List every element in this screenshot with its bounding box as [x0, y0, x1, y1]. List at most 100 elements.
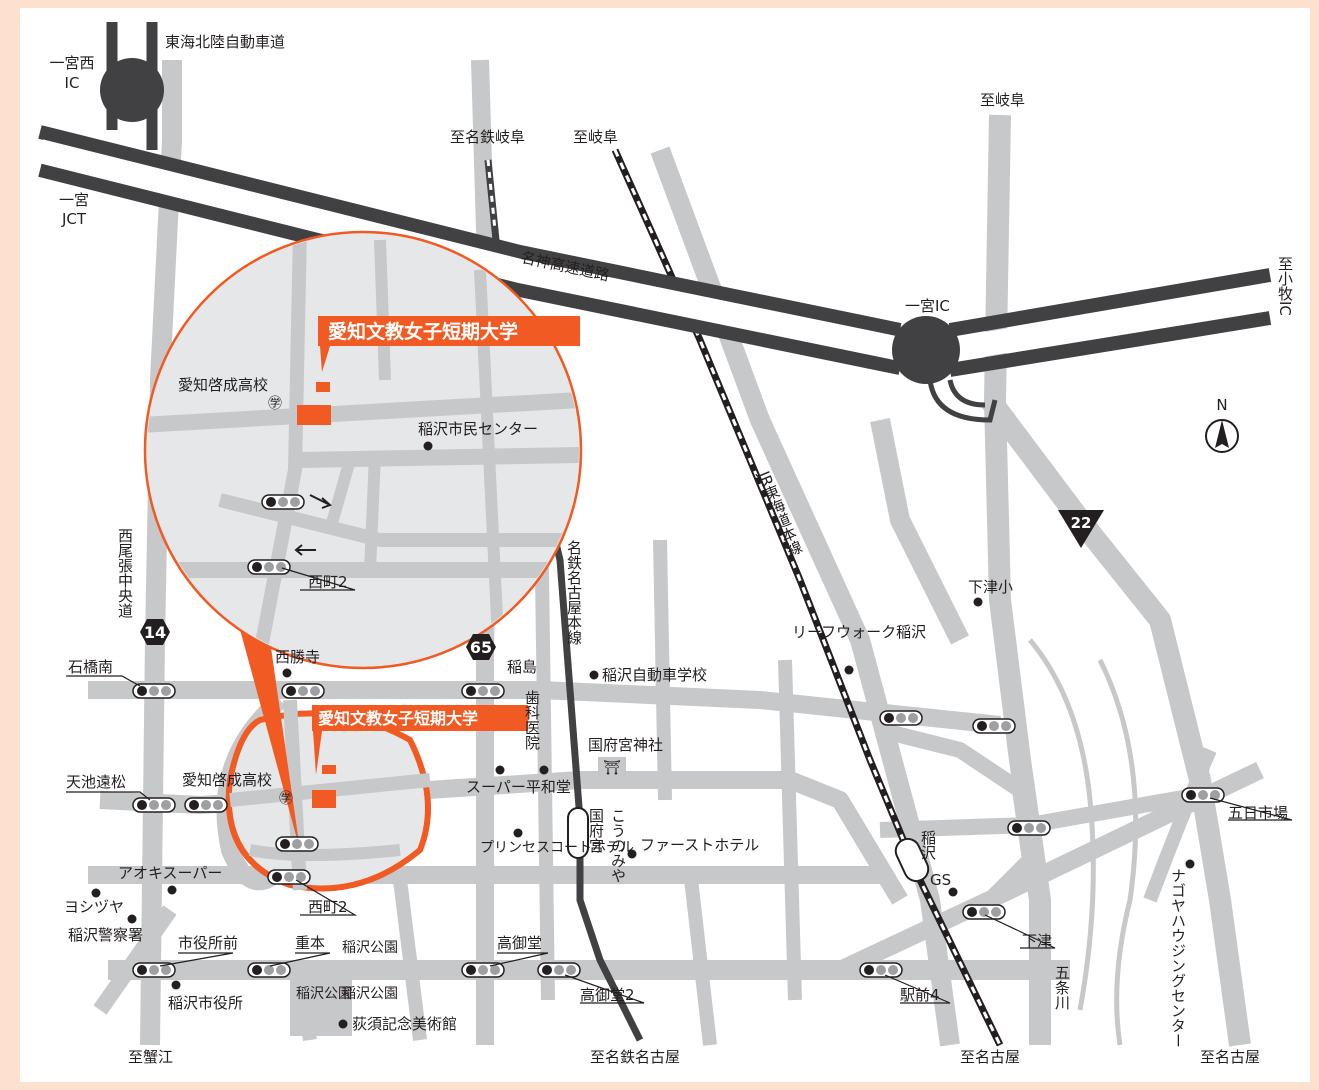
college-building-zoom-2 [297, 405, 331, 425]
konomiya-hira-label: こうのみや [609, 808, 627, 883]
signal-icon [461, 683, 505, 699]
signal-icon [461, 962, 505, 978]
ichinomiya-nishi-label-1: 一宮西 [49, 54, 94, 72]
amaike-label: 天池遠松 [66, 773, 126, 791]
shimozu-sho-label: 下津小 [968, 578, 1013, 596]
ichinomiya-nishi-label-2: IC [65, 74, 80, 92]
keisei-zoom-label: 愛知啓成高校 [178, 376, 268, 394]
dest-gifu-1: 至岐阜 [573, 128, 618, 146]
shrine-marker [598, 757, 626, 775]
college-building-main-2 [312, 790, 336, 808]
city-hall-label: 稲沢市役所 [168, 994, 243, 1012]
signal-icon [132, 683, 176, 699]
signal-icon [972, 718, 1016, 734]
shigemoto-label: 重本 [295, 934, 325, 952]
tokai-hokuriku-label: 東海北陸自動車道 [165, 33, 285, 51]
konomiya-shrine-label: 国府宮神社 [588, 736, 663, 754]
dest-kanie: 至蟹江 [128, 1048, 173, 1066]
dest-nagoya-2: 至名古屋 [1200, 1048, 1260, 1066]
traffic-signals [132, 494, 1225, 978]
nishio-road-label: 西尾張中央道 [116, 528, 134, 618]
ishibashi-label: 石橋南 [68, 658, 113, 676]
dental-label: 歯科医院 [523, 690, 541, 751]
college-label-main: 愛知文教女子短期大学 [312, 705, 528, 775]
ichinomiya-nishi-ic-node [100, 58, 164, 122]
school-icon: ㊫ [268, 396, 282, 412]
konomiya-station-marker [567, 807, 589, 859]
ichinomiya-jct-label-2: JCT [61, 210, 87, 228]
takamido-label: 高御堂 [497, 934, 542, 952]
signal-icon [247, 559, 291, 575]
signal-icon [184, 797, 228, 813]
dest-nagoya-1: 至名古屋 [960, 1048, 1020, 1066]
dest-gifu-2: 至岐阜 [980, 91, 1025, 109]
nagoya-housing-label: ナゴヤハウジングセンター [1169, 868, 1187, 1048]
college-building-zoom [316, 382, 330, 392]
shiyakusho-mae-label: 市役所前 [178, 934, 238, 952]
shrine-icon: ⛩ [603, 760, 621, 776]
signal-icon [132, 962, 176, 978]
zoom-pointer [232, 585, 300, 850]
takamido2-label: 高御堂2 [580, 986, 635, 1004]
college-name-main: 愛知文教女子短期大学 [318, 709, 478, 728]
signal-icon [537, 962, 581, 978]
signal-icon [859, 962, 903, 978]
dest-meitetsu-gifu: 至名鉄岐阜 [450, 128, 525, 146]
inazawa-station-marker [894, 837, 930, 883]
park-label-1: 稲沢公園 [342, 940, 398, 956]
keisei-main-label: 愛知啓成高校 [182, 771, 272, 789]
compass-north-label: N [1216, 396, 1227, 414]
svg-text:14: 14 [144, 623, 166, 642]
school-icon: ㊫ [279, 791, 293, 807]
first-hotel-label: ファーストホテル [640, 836, 759, 854]
svg-text:65: 65 [470, 638, 492, 657]
konomiya-station-label: 国府宮 [587, 808, 605, 853]
gs-label: GS [930, 871, 951, 889]
signal-icon [261, 494, 305, 510]
arrow-right-icon [309, 494, 332, 509]
shimozu-label: 下津 [1022, 932, 1052, 950]
labels: 東海北陸自動車道 一宮西 IC 一宮 JCT 名神高速道路 一宮IC 至小牧IC… [49, 33, 1294, 1066]
inazawa-station-label: 稲沢 [919, 830, 937, 860]
expressway-meishin [37, 22, 1274, 423]
komaki-ic-label: 至小牧IC [1276, 256, 1294, 316]
signal-icon [132, 797, 176, 813]
police-label: 稲沢警察署 [68, 926, 143, 944]
signal-icon [247, 962, 291, 978]
park-label-2: 稲沢公園 [342, 986, 398, 1002]
goka-label: 五日市場 [1228, 804, 1288, 822]
arrow-left-icon [294, 544, 316, 556]
civic-center-label: 稲沢市民センター [418, 420, 538, 438]
signal-icon [275, 836, 319, 852]
inajima-label: 稲島 [507, 658, 537, 676]
aoki-label: アオキスーパー [118, 864, 222, 882]
compass-icon: N [1205, 396, 1239, 453]
gojo-river-label: 五条川 [1053, 965, 1071, 1010]
signal-icon [879, 710, 923, 726]
dest-meitetsu-nagoya: 至名鉄名古屋 [590, 1048, 680, 1066]
college-name-zoom: 愛知文教女子短期大学 [328, 320, 518, 343]
route-65-shield: 65 [466, 634, 496, 660]
college-building-main [322, 765, 336, 774]
signal-icon [281, 683, 325, 699]
leafwalk-label: リーフウォーク稲沢 [792, 623, 926, 641]
leader-lines [66, 567, 1293, 1004]
ogisu-label: 荻須記念美術館 [352, 1015, 457, 1033]
nishimachi2-zoom-label: 西町2 [308, 573, 348, 591]
saishoji-label: 西勝寺 [275, 648, 320, 666]
signal-icon [962, 904, 1006, 920]
ichinomiya-ic-node [892, 316, 960, 384]
poi-dots [91, 441, 1195, 1029]
signal-icon [1007, 820, 1051, 836]
college-label-zoom: 愛知文教女子短期大学 [318, 316, 580, 372]
meitetsu-line-label: 名鉄名古屋本線 [565, 540, 583, 645]
route-22-shield: 22 [1058, 510, 1104, 548]
driving-school-label: 稲沢自動車学校 [602, 666, 707, 684]
ekimae4-label: 駅前4 [900, 986, 940, 1004]
nishimachi2-main-label: 西町2 [308, 898, 348, 916]
ichinomiya-ic-label: 一宮IC [905, 297, 950, 315]
svg-text:22: 22 [1071, 514, 1092, 532]
route-14-shield: 14 [140, 619, 170, 645]
super-heiwado-label: スーパー平和堂 [466, 778, 571, 796]
